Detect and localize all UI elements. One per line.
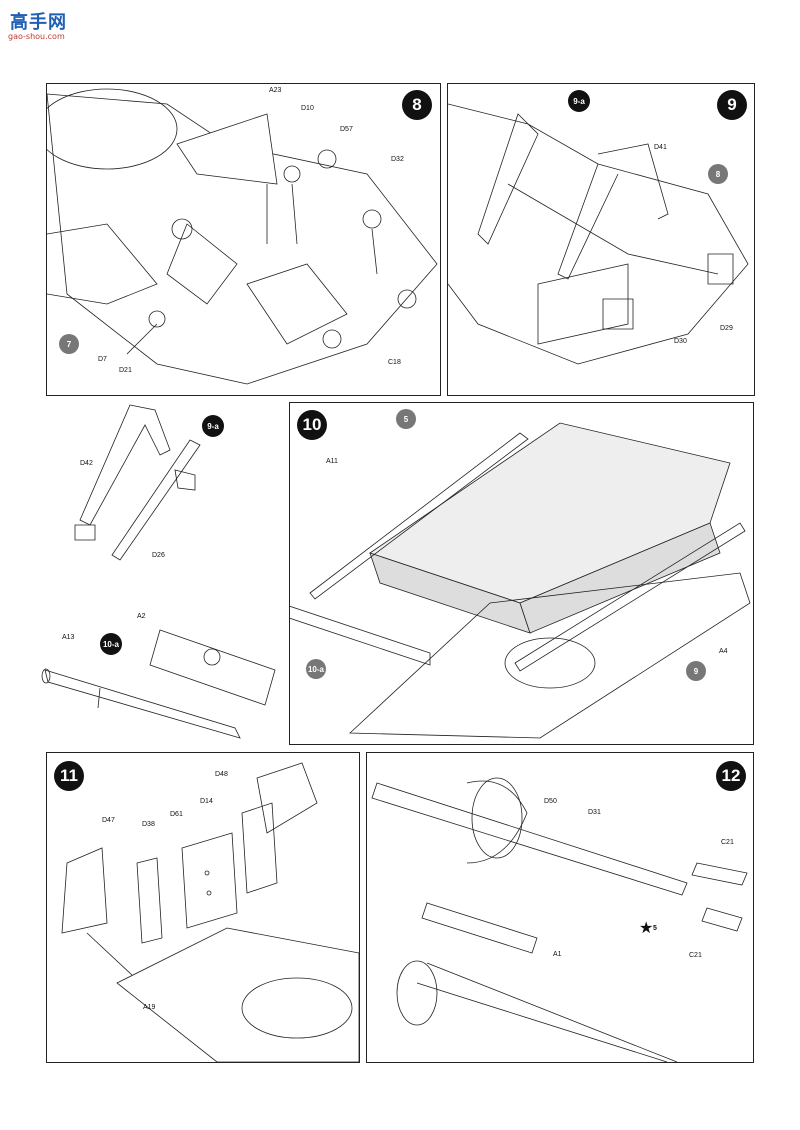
part-label: A11	[326, 458, 338, 465]
step-10a-badge: 10-a	[100, 633, 122, 655]
step-10-panel: 10 5 10-a 9 A11 A4	[289, 402, 754, 745]
step-11-drawing	[61, 762, 359, 1062]
part-label: D10	[301, 105, 314, 112]
part-label: D29	[720, 325, 733, 332]
part-label: D14	[200, 798, 213, 805]
watermark-url: gao-shou.com	[8, 32, 65, 41]
part-label: A13	[62, 634, 75, 641]
step-11-panel: 11 D48 D47 D38 D61 D14 A19	[46, 752, 360, 1063]
step-12-panel: 12 D50 D31 C21 C21 A1 ★ 5	[366, 752, 754, 1063]
part-label: D30	[674, 338, 687, 345]
part-label: D21	[119, 367, 132, 374]
part-label: C21	[721, 839, 734, 846]
step-10-number: 10	[297, 410, 327, 440]
step-9-panel: 9 9-a 8 D41 D29 D30	[447, 83, 755, 396]
step-8-ref-badge: 7	[59, 334, 79, 354]
part-label: D26	[152, 552, 165, 559]
step-10-ref-sub: 10-a	[306, 659, 326, 679]
part-label: D7	[98, 356, 107, 363]
step-10-ref-bottom: 9	[686, 661, 706, 681]
step-8-number: 8	[402, 90, 432, 120]
step-9a-drawing	[74, 404, 201, 561]
star-icon: ★	[639, 920, 654, 937]
step-9-drawing	[448, 103, 749, 365]
part-label: A1	[553, 951, 562, 958]
watermark-logo: 高手网 gao-shou.com	[4, 4, 74, 41]
star-ref-number: 5	[653, 925, 657, 932]
step-9-number: 9	[717, 90, 747, 120]
step-9-sub-badge: 9-a	[568, 90, 590, 112]
part-label: D38	[142, 821, 155, 828]
part-label: A4	[719, 648, 728, 655]
part-label: C21	[689, 952, 702, 959]
step-9a-section: 9-a D42 D26	[60, 400, 240, 570]
step-10a-section: 10-a A2 A13	[40, 610, 290, 745]
part-label: A2	[137, 613, 146, 620]
part-label: A19	[143, 1004, 156, 1011]
step-8-panel: 8 7 A23 D10 D57 D32 D7 D21 C18	[46, 83, 441, 396]
step-9-ref-badge: 8	[708, 164, 728, 184]
step-10-ref-top: 5	[396, 409, 416, 429]
part-label: C18	[388, 359, 401, 366]
part-label: D61	[170, 811, 183, 818]
part-label: D31	[588, 809, 601, 816]
part-label: D50	[544, 798, 557, 805]
part-label: D57	[340, 126, 353, 133]
step-10-drawing	[290, 422, 751, 739]
part-label: D47	[102, 817, 115, 824]
step-9a-badge: 9-a	[202, 415, 224, 437]
part-label: A23	[269, 87, 282, 94]
step-10a-drawing	[41, 629, 276, 739]
part-label: D48	[215, 771, 228, 778]
step-8-drawing	[47, 88, 438, 385]
part-label: D41	[654, 144, 667, 151]
step-12-number: 12	[716, 761, 746, 791]
part-label: D42	[80, 460, 93, 467]
step-12-drawing	[371, 777, 748, 1062]
step-11-number: 11	[54, 761, 84, 791]
watermark-text: 高手网	[10, 12, 67, 33]
part-label: D32	[391, 156, 404, 163]
